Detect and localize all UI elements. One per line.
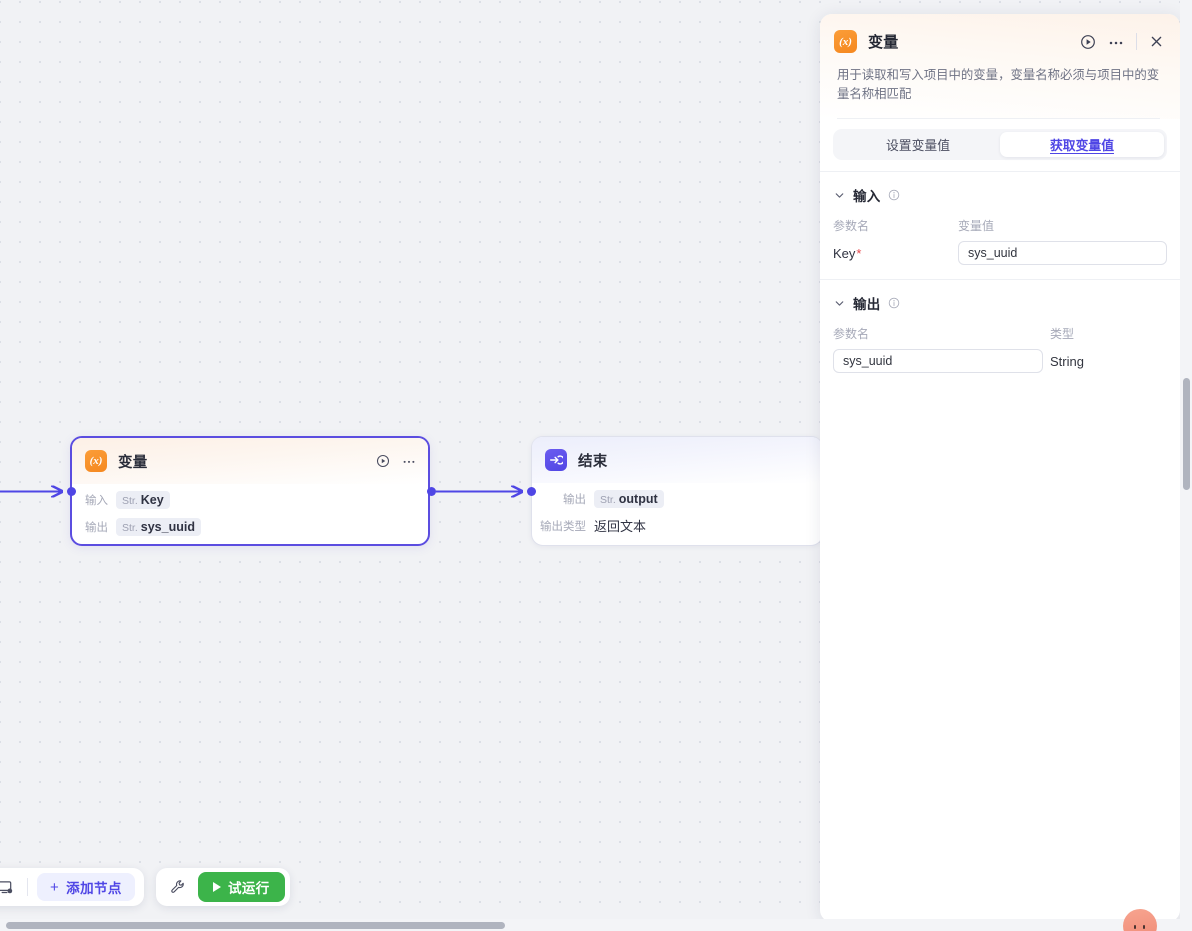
ellipsis-icon[interactable]: [1108, 34, 1124, 50]
canvas-toolbar-left: + 添加节点: [0, 868, 144, 906]
node-end-row-output: 输出 Str. output: [540, 487, 810, 510]
close-icon[interactable]: [1149, 34, 1164, 49]
horizontal-scrollbar-track[interactable]: [0, 919, 1180, 931]
end-arrow-icon: [545, 449, 567, 471]
output-type-value: 返回文本: [594, 519, 647, 534]
panel-tabs: 设置变量值 获取变量值: [833, 129, 1167, 161]
row-label-input: 输入: [85, 494, 108, 507]
node-variable-row-output: 输出 Str. sys_uuid: [85, 515, 416, 538]
toolbar-divider: [27, 878, 28, 896]
chip-value: output: [618, 491, 658, 506]
variable-braces-icon: (x): [834, 30, 857, 53]
add-node-button[interactable]: + 添加节点: [37, 873, 135, 901]
node-more-icon[interactable]: [402, 454, 416, 468]
vertical-scrollbar-thumb[interactable]: [1183, 378, 1190, 490]
chip-type: Str.: [122, 521, 138, 534]
node-variable-row-input: 输入 Str. Key: [85, 488, 416, 511]
node-end[interactable]: 结束 输出 Str. output 输出类型 返回文本: [531, 436, 823, 546]
assistant-avatar[interactable]: [1123, 909, 1157, 931]
output-section-title: 输出: [853, 297, 881, 313]
node-variable-header: (x) 变量: [72, 438, 428, 484]
chip-output: Str. sys_uuid: [116, 517, 201, 536]
horizontal-scrollbar-thumb[interactable]: [6, 922, 505, 929]
info-icon[interactable]: [888, 189, 900, 201]
panel-header: (x) 变量: [820, 14, 1180, 120]
column-header-type: 类型: [1050, 327, 1075, 342]
node-end-row-output-type: 输出类型 返回文本: [540, 514, 810, 537]
input-section: 输入 参数名 变量值 Key*: [820, 171, 1180, 279]
row-label-output: 输出: [85, 521, 108, 534]
node-run-icon[interactable]: [376, 454, 390, 468]
output-type-value: String: [1050, 353, 1084, 369]
chevron-down-icon[interactable]: [833, 297, 846, 310]
wrench-icon[interactable]: [165, 874, 191, 900]
tab-set-variable[interactable]: 设置变量值: [886, 138, 950, 154]
port-variable-input[interactable]: [67, 487, 76, 496]
vertical-scrollbar-track[interactable]: [1180, 0, 1192, 931]
chip-type: Str.: [122, 494, 138, 507]
canvas-toolbar-right: 试运行: [156, 868, 290, 906]
node-config-panel: (x) 变量: [820, 14, 1180, 922]
chevron-down-icon[interactable]: [833, 189, 846, 202]
node-variable-title: 变量: [118, 454, 148, 471]
port-end-input[interactable]: [527, 487, 536, 496]
run-test-button[interactable]: 试运行: [198, 872, 285, 902]
add-node-label: 添加节点: [66, 881, 122, 896]
chip-value: sys_uuid: [140, 519, 195, 534]
output-section: 输出 参数名 类型 String: [820, 279, 1180, 387]
node-variable[interactable]: (x) 变量: [70, 436, 430, 546]
play-circle-icon[interactable]: [1080, 34, 1096, 50]
panel-title: 变量: [868, 34, 899, 51]
play-triangle-icon: [213, 882, 221, 892]
column-header-value: 变量值: [958, 219, 995, 234]
input-field-label: Key*: [833, 246, 958, 261]
chip-output: Str. output: [594, 489, 664, 508]
plus-icon: +: [50, 878, 60, 896]
info-icon[interactable]: [888, 297, 900, 309]
run-test-label: 试运行: [228, 881, 270, 896]
input-field-name: Key: [833, 245, 856, 261]
column-header-param: 参数名: [833, 219, 870, 234]
screen-settings-icon[interactable]: [0, 874, 18, 900]
required-marker: *: [856, 245, 862, 261]
output-name-input[interactable]: [833, 349, 1043, 374]
panel-tabs-wrapper: 设置变量值 获取变量值: [820, 119, 1180, 171]
port-variable-output[interactable]: [427, 487, 436, 496]
tab-get-variable[interactable]: 获取变量值: [1000, 132, 1164, 158]
column-header-param: 参数名: [833, 327, 870, 342]
chip-type: Str.: [600, 493, 616, 506]
node-variable-body: 输入 Str. Key 输出 Str. sys_uuid: [72, 484, 428, 556]
row-label-output: 输出: [563, 493, 586, 506]
node-end-body: 输出 Str. output 输出类型 返回文本: [532, 483, 822, 555]
row-label-output-type: 输出类型: [540, 520, 586, 533]
node-end-header: 结束: [532, 437, 822, 483]
node-end-title: 结束: [578, 453, 608, 470]
variable-braces-icon: (x): [85, 450, 107, 472]
chip-value: Key: [140, 492, 164, 507]
variable-value-input[interactable]: [958, 241, 1167, 266]
input-section-title: 输入: [853, 189, 881, 205]
panel-description: 用于读取和写入项目中的变量，变量名称必须与项目中的变量名称相匹配: [837, 66, 1160, 120]
input-row: Key*: [833, 241, 1167, 266]
chip-input: Str. Key: [116, 490, 170, 509]
output-column-headers: 参数名 类型: [833, 325, 1167, 342]
output-row: String: [833, 349, 1167, 374]
input-column-headers: 参数名 变量值: [833, 217, 1167, 234]
panel-action-divider: [1136, 33, 1137, 50]
